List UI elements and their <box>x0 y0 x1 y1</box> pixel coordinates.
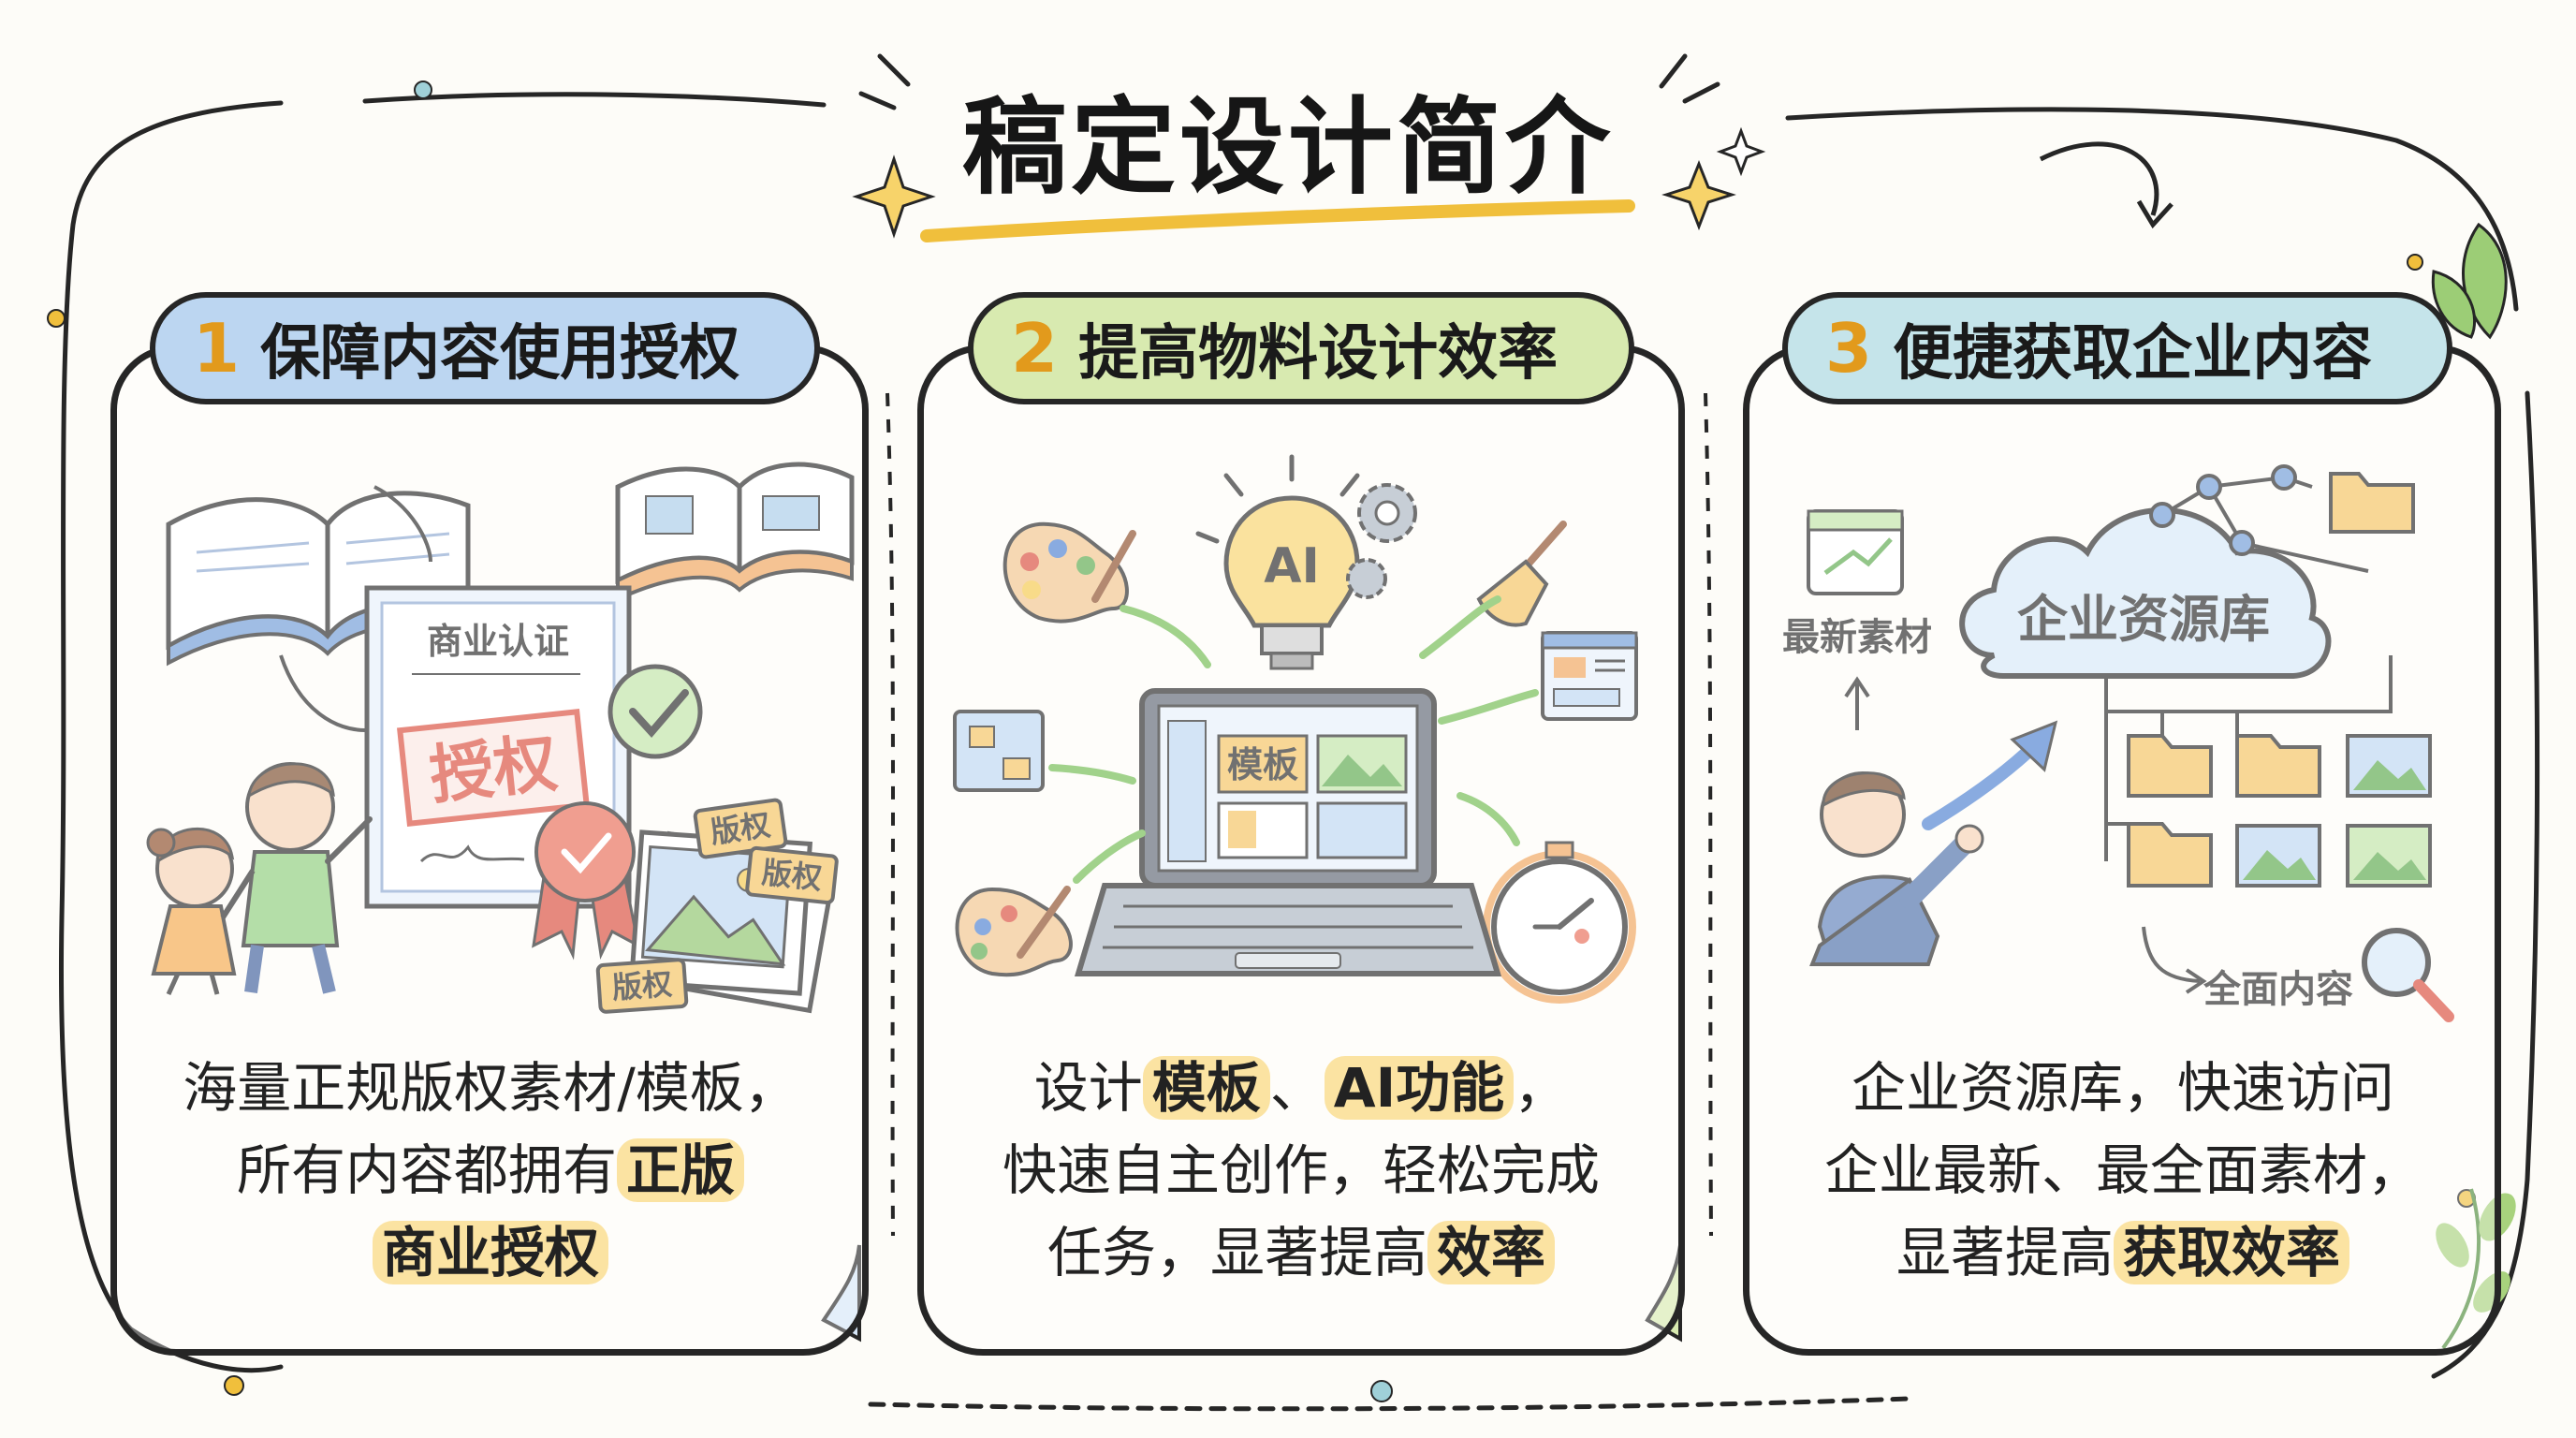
stamp-text: 授权 <box>426 726 561 814</box>
tree-lines <box>2104 655 2393 861</box>
outer-frame-top-right <box>1785 107 2519 312</box>
copyright-tag: 版权 <box>595 958 689 1014</box>
person-pointing-icon <box>1809 771 1984 966</box>
folder-icon <box>2329 472 2415 534</box>
dashed-divider-1 <box>886 392 895 1237</box>
template-label: 模板 <box>1227 744 1298 785</box>
panel-design-efficiency <box>917 345 1685 1356</box>
palette-icon <box>955 886 1073 977</box>
magnifier-icon <box>2362 928 2454 1022</box>
child-figure-icon <box>146 827 237 996</box>
ai-label: AI <box>1264 538 1320 594</box>
dashed-divider-2 <box>1704 392 1713 1237</box>
section-heading-text: 保障内容使用授权 <box>260 319 740 389</box>
desc-line: 任务，显著提高效率 <box>945 1211 1657 1294</box>
section-description-1: 海量正规版权素材/模板， 所有内容都拥有正版 商业授权 <box>135 1047 846 1294</box>
highlight-text: 效率 <box>1427 1221 1556 1284</box>
comprehensive-content-label: 全面内容 <box>2203 968 2353 1011</box>
highlight-text: AI功能 <box>1324 1056 1515 1120</box>
sparkle-icon <box>1716 126 1766 177</box>
section-heading-3: 3 便捷获取企业内容 <box>1782 292 2452 404</box>
copyright-tag: 版权 <box>745 845 839 905</box>
window-icon <box>1541 631 1638 721</box>
page-title: 稿定设计简介 <box>962 87 1614 209</box>
folder-icon <box>2127 734 2321 888</box>
highlight-text: 正版 <box>617 1138 745 1202</box>
title-rays <box>858 53 1720 110</box>
svg-text:版权: 版权 <box>611 966 674 1005</box>
certificate-title: 商业认证 <box>427 621 569 662</box>
desc-line: 快速自主创作，轻松完成 <box>1002 1138 1600 1202</box>
stopwatch-icon <box>1483 841 1636 1004</box>
highlight-text: 模板 <box>1142 1056 1270 1120</box>
title-underline <box>920 199 1635 242</box>
svg-text:版权: 版权 <box>709 807 773 851</box>
desc-line: 企业资源库，快速访问 <box>1851 1056 2394 1120</box>
sparkle-icon <box>1661 159 1736 231</box>
desc-line: 海量正规版权素材/模板， <box>183 1056 798 1120</box>
desc-line: 商业授权 <box>135 1211 846 1294</box>
network-icon <box>2149 464 2369 573</box>
section-number: 3 <box>1825 309 1873 388</box>
latest-assets-label: 最新素材 <box>1782 616 1932 659</box>
desc-line: 显著提高获取效率 <box>1767 1211 2479 1294</box>
arrow-icon <box>1048 595 1539 884</box>
section-heading-text: 提高物料设计效率 <box>1078 319 1559 389</box>
resource-library-label: 企业资源库 <box>2017 590 2270 649</box>
lightbulb-icon: AI <box>1195 454 1360 670</box>
section-heading-1: 1 保障内容使用授权 <box>150 292 820 404</box>
laptop-icon: 模板 <box>1074 688 1502 976</box>
adult-figure-icon <box>220 762 373 994</box>
svg-text:版权: 版权 <box>760 855 824 896</box>
broom-icon <box>1476 521 1567 627</box>
panel-enterprise-content <box>1743 345 2501 1356</box>
desc-line: 设计模板、AI功能， <box>1033 1056 1569 1120</box>
curved-arrow-icon <box>2039 141 2159 216</box>
calendar-chart-icon <box>1807 509 1904 595</box>
checkmark-icon <box>607 664 703 759</box>
section-heading-2: 2 提高物料设计效率 <box>968 292 1634 404</box>
sparkle-icon <box>852 154 936 239</box>
section-description-2: 设计模板、AI功能， 快速自主创作，轻松完成 任务，显著提高效率 <box>945 1047 1657 1294</box>
gear-icon <box>1346 483 1417 599</box>
palette-icon <box>1003 521 1136 624</box>
section-description-3: 企业资源库，快速访问 企业最新、最全面素材， 显著提高获取效率 <box>1767 1047 2479 1294</box>
outer-frame-top-left <box>362 92 827 108</box>
layout-card-icon <box>953 710 1045 792</box>
copyright-tag: 版权 <box>693 798 788 859</box>
image-file-icon <box>2235 734 2432 888</box>
section-number: 1 <box>193 309 241 388</box>
desc-line: 所有内容都拥有正版 <box>135 1129 846 1211</box>
desc-line: 企业最新、最全面素材， <box>1823 1138 2422 1202</box>
section-heading-text: 便捷获取企业内容 <box>1893 319 2373 389</box>
highlight-text: 获取效率 <box>2114 1221 2350 1284</box>
section-number: 2 <box>1011 309 1059 388</box>
highlight-text: 商业授权 <box>372 1221 608 1284</box>
book-icon <box>615 462 855 603</box>
award-badge-icon <box>532 801 641 961</box>
certificate-icon: 商业认证 授权 <box>364 585 632 909</box>
outer-frame-bottom <box>868 1396 1912 1412</box>
